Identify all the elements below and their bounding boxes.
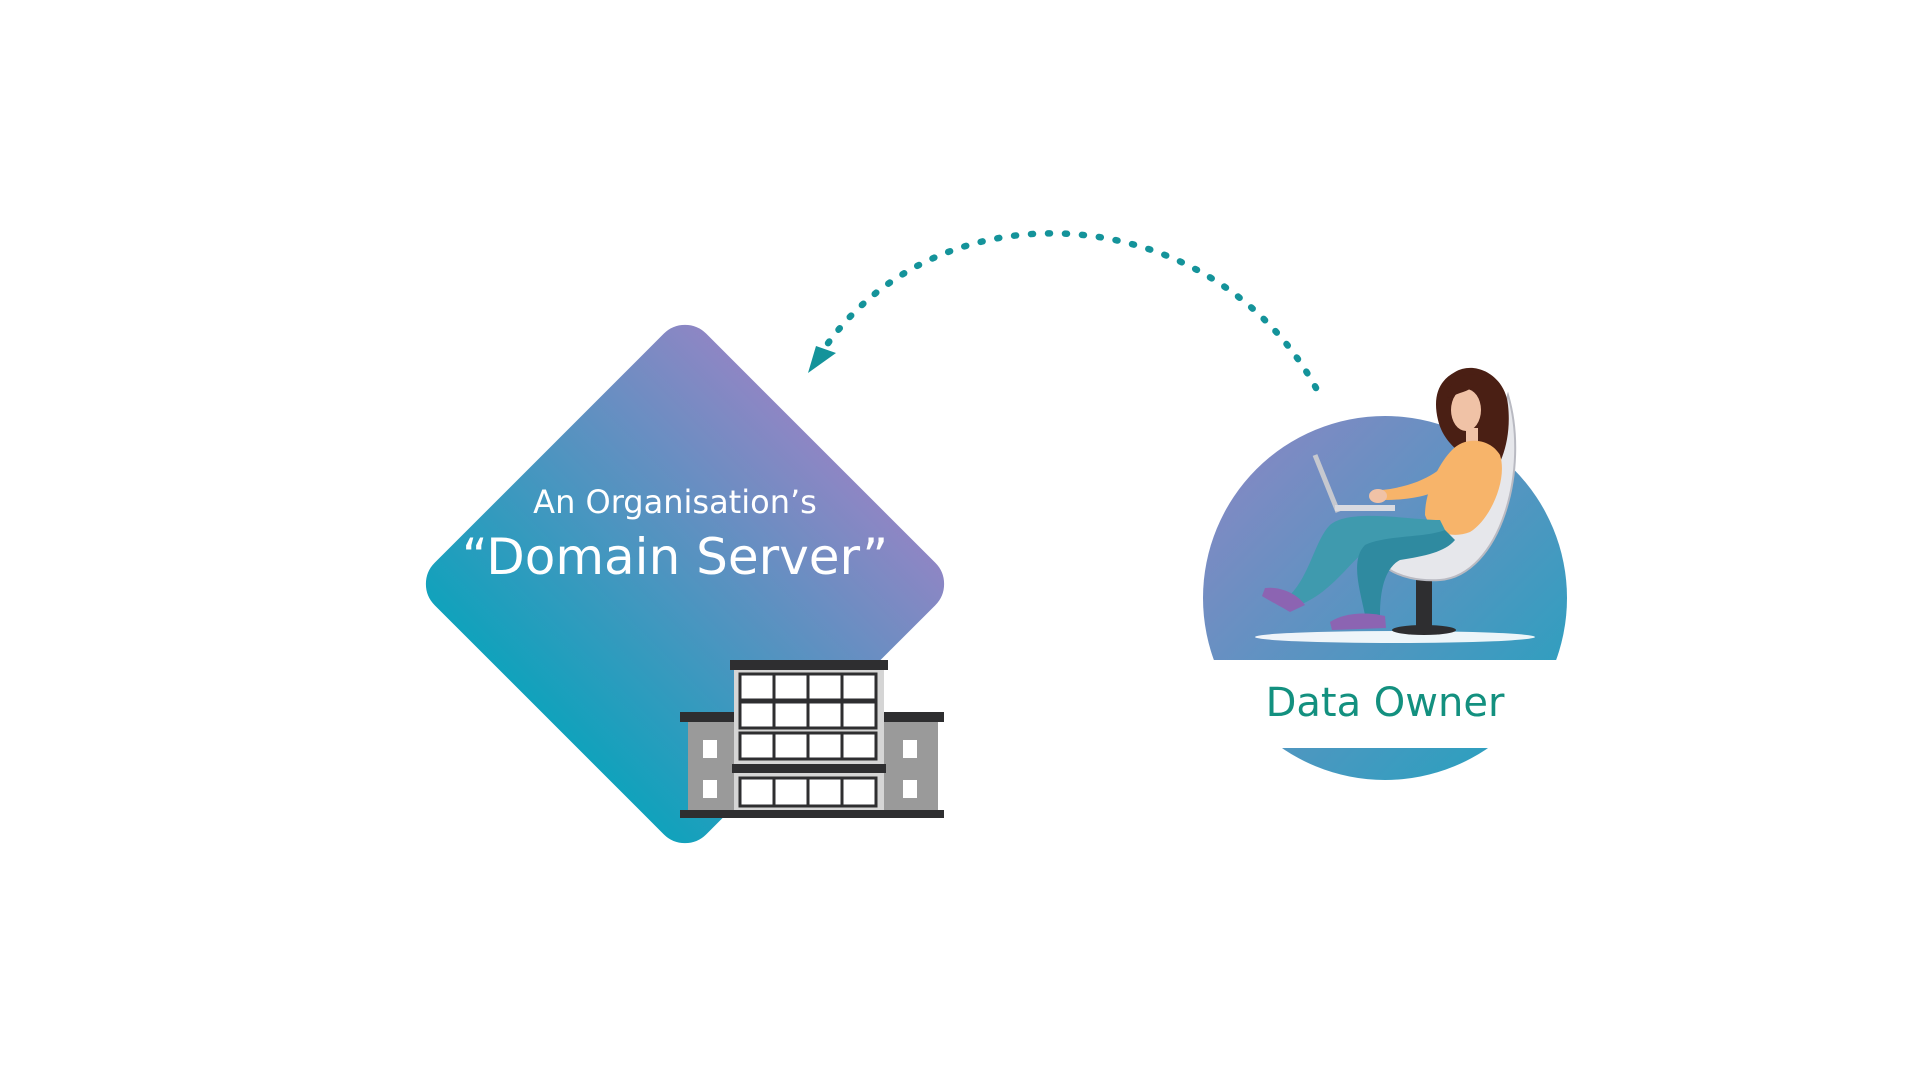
arrowhead-icon [808, 346, 836, 373]
domain-server-subtitle: An Organisation’s [533, 483, 817, 521]
data-owner-circle-bottom [1281, 748, 1489, 780]
dotted-connector-line [814, 230, 1320, 392]
data-owner-label: Data Owner [1266, 680, 1505, 726]
connector [808, 230, 1320, 392]
person-with-laptop-icon [1255, 367, 1535, 643]
office-building-icon [680, 660, 944, 818]
domain-server-title: “Domain Server” [462, 528, 888, 586]
data-owner-node: Data Owner [1203, 367, 1567, 780]
domain-server-node: An Organisation’s “Domain Server” [421, 320, 949, 848]
